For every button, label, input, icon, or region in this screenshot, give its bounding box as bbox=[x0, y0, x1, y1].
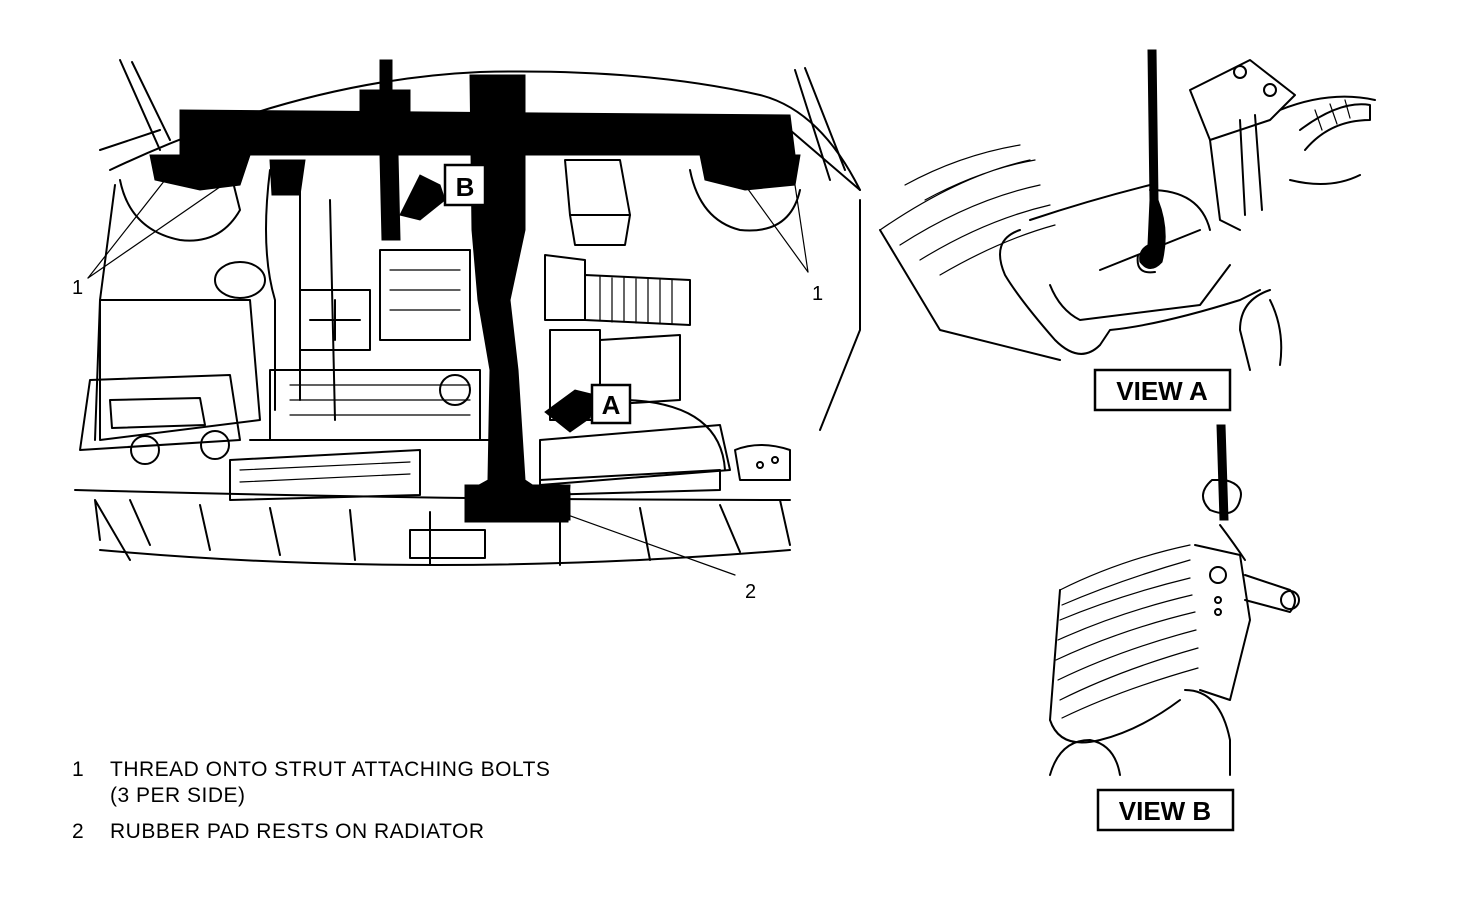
view-a-label: VIEW A bbox=[1116, 376, 1208, 406]
view-a-marker-letter: A bbox=[602, 390, 621, 420]
view-b-detail bbox=[1049, 424, 1300, 776]
view-a-detail bbox=[879, 49, 1376, 371]
engine-compartment-illustration bbox=[74, 59, 861, 566]
fixture-rubber-pad bbox=[464, 484, 571, 523]
view-a-marker: A bbox=[590, 383, 632, 425]
callout-1-right: 1 bbox=[812, 283, 823, 305]
legend: 1 THREAD ONTO STRUT ATTACHING BOLTS (3 P… bbox=[72, 758, 550, 843]
view-b-label-box bbox=[1096, 788, 1235, 832]
callout-leaders bbox=[87, 179, 809, 576]
view-b-marker: B bbox=[443, 163, 487, 207]
callout-1-left: 1 bbox=[72, 277, 83, 299]
callout-2: 2 bbox=[745, 581, 756, 603]
fixture-center-beam bbox=[469, 74, 571, 521]
legend-item-1-line-1: THREAD ONTO STRUT ATTACHING BOLTS bbox=[110, 758, 550, 781]
view-b-marker-letter: B bbox=[456, 172, 475, 202]
view-a-pointer-arrow bbox=[544, 389, 596, 433]
view-b-pointer-arrow bbox=[399, 174, 446, 221]
support-fixture bbox=[149, 59, 801, 523]
legend-item-1-number: 1 bbox=[72, 758, 84, 781]
view-b-label: VIEW B bbox=[1119, 796, 1211, 826]
view-a-label-box bbox=[1093, 368, 1232, 412]
legend-item-2-text: RUBBER PAD RESTS ON RADIATOR bbox=[110, 820, 485, 843]
legend-item-2-number: 2 bbox=[72, 820, 84, 843]
legend-item-1-line-2: (3 PER SIDE) bbox=[110, 784, 246, 807]
